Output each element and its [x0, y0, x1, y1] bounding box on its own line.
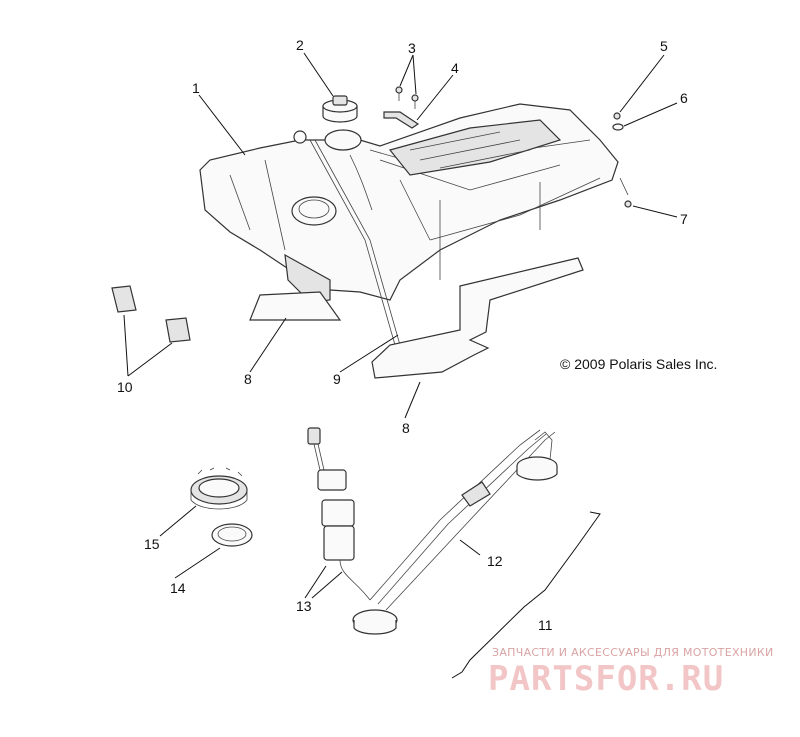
assembly-bracket	[451, 511, 601, 679]
bumpers	[111, 285, 191, 343]
callout-11: 11	[538, 617, 553, 633]
watermark-brand: PARTSFOR.RU	[488, 659, 724, 699]
lock-ring	[190, 467, 248, 510]
leader-lines	[123, 52, 678, 599]
callout-1: 1	[192, 80, 200, 96]
callout-8b: 8	[402, 420, 410, 436]
copyright-notice: © 2009 Polaris Sales Inc.	[560, 356, 717, 372]
watermark-caption: ЗАПЧАСТИ И АКСЕССУАРЫ ДЛЯ МОТОТЕХНИКИ	[492, 646, 774, 659]
callout-2: 2	[296, 37, 304, 53]
callout-3: 3	[408, 40, 416, 56]
callout-4: 4	[451, 60, 459, 76]
screws	[395, 86, 419, 109]
nut	[613, 112, 621, 120]
watermark: ЗАПЧАСТИ И АКСЕССУАРЫ ДЛЯ МОТОТЕХНИКИ PA…	[488, 646, 774, 699]
callout-13: 13	[296, 598, 312, 614]
fuel-tank	[199, 103, 619, 303]
callout-12: 12	[487, 553, 503, 569]
callout-7: 7	[680, 211, 688, 227]
callout-5: 5	[660, 38, 668, 54]
callout-6: 6	[680, 90, 688, 106]
callout-15: 15	[144, 536, 160, 552]
filler-hose	[309, 139, 401, 346]
washer	[612, 123, 624, 131]
callout-14: 14	[170, 580, 186, 596]
bolt	[619, 177, 632, 208]
gasket	[211, 523, 253, 547]
callout-9: 9	[333, 371, 341, 387]
fuel-pump-assembly	[307, 427, 558, 635]
callout-labels: 1 2 3 4 5 6 7 8 8 9 10 11 12 13 14 15	[117, 37, 688, 633]
pad-large	[371, 257, 584, 379]
fuel-cap	[322, 95, 358, 123]
callout-10: 10	[117, 379, 133, 395]
bracket	[383, 111, 420, 129]
callout-8a: 8	[244, 371, 252, 387]
pad-small	[249, 291, 342, 321]
